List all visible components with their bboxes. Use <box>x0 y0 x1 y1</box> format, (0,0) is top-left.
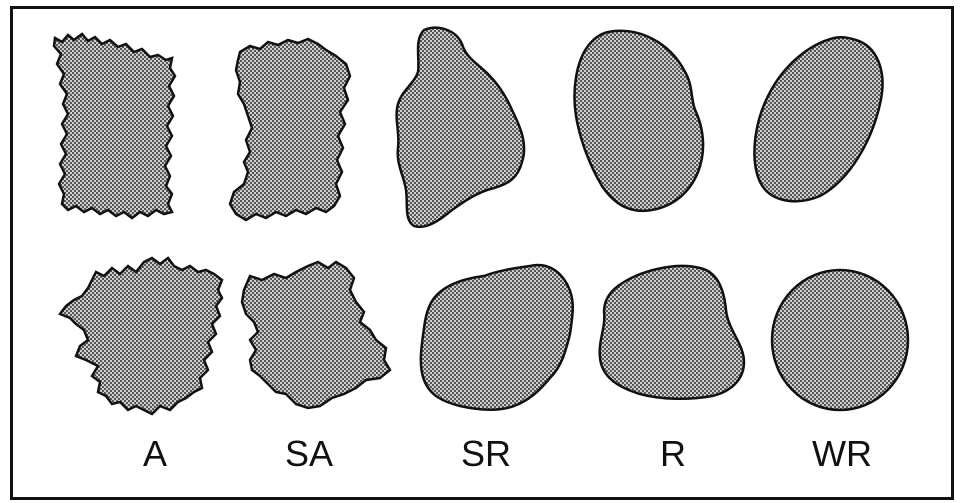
grain-subangular-elongated <box>230 39 350 220</box>
grain-subangular-equant <box>242 262 390 408</box>
grain-angular-elongated <box>54 34 175 218</box>
grain-subrounded-equant <box>421 265 573 410</box>
grain-rounded-equant <box>600 266 744 399</box>
label-r: R <box>613 432 733 476</box>
label-a: A <box>95 432 215 476</box>
grain-angular-equant <box>60 258 222 414</box>
grain-well-rounded-equant <box>772 270 908 410</box>
grain-subrounded-elongated <box>397 28 525 227</box>
grain-rounded-elongated <box>575 31 704 211</box>
label-sa: SA <box>249 432 369 476</box>
grain-well-rounded-elongated <box>754 37 882 201</box>
label-wr: WR <box>782 432 902 476</box>
label-sr: SR <box>426 432 546 476</box>
